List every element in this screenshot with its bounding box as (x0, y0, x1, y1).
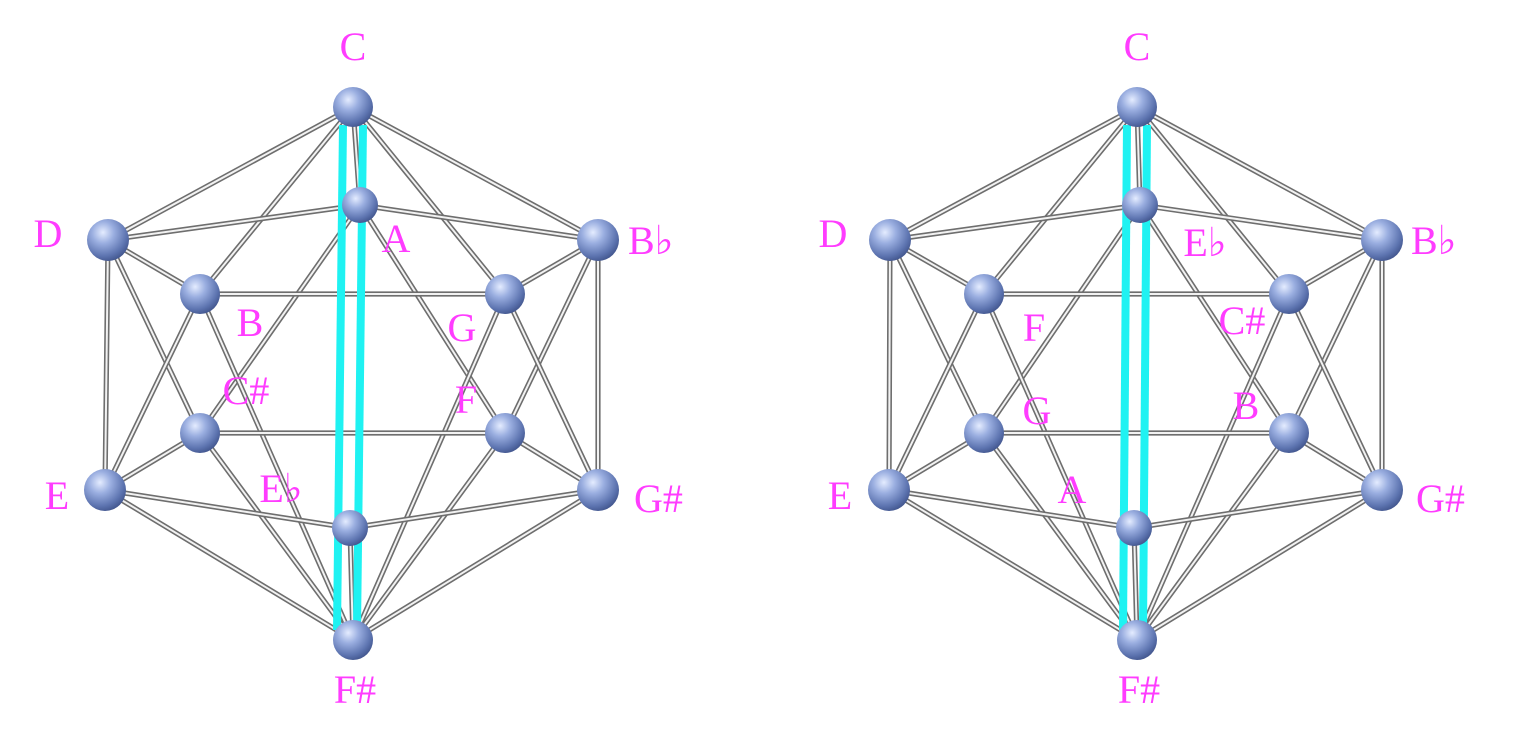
labels-left: C D B♭ A B G C# F E G# E♭ F# (34, 24, 683, 712)
labels-right: C D B♭ E♭ F C# G B E G# A F# (819, 24, 1465, 712)
label-mid-upper-left: F (1023, 305, 1045, 350)
label-upper-right: B♭ (628, 218, 674, 263)
label-back-bottom: E♭ (259, 466, 302, 511)
vertices-right (868, 87, 1403, 660)
vertex-b (180, 274, 220, 314)
vertex-c (1117, 87, 1157, 127)
label-mid-lower-right: B (1233, 383, 1260, 428)
vertex-e (84, 469, 126, 511)
label-upper-left: D (819, 211, 848, 256)
vertex-e (868, 469, 910, 511)
vertex-f-sharp (1117, 620, 1157, 660)
vertex-g-sharp (577, 469, 619, 511)
vertex-g (964, 413, 1004, 453)
label-mid-upper-right: G (448, 305, 477, 350)
label-top: C (340, 24, 367, 69)
label-mid-lower-right: F (455, 377, 477, 422)
vertex-g (485, 274, 525, 314)
vertex-f (964, 274, 1004, 314)
vertex-d (87, 219, 129, 261)
label-bottom: F# (334, 667, 376, 712)
label-mid-lower-left: C# (223, 368, 270, 413)
edges-right (886, 104, 1385, 643)
vertex-d (869, 219, 911, 261)
vertex-a (342, 187, 378, 223)
vertex-e-flat (332, 510, 368, 546)
label-mid-upper-left: B (237, 300, 264, 345)
vertex-a (1116, 510, 1152, 546)
edges-left (102, 104, 601, 643)
label-upper-left: D (34, 211, 63, 256)
vertex-f-sharp (333, 620, 373, 660)
label-lower-right: G# (1416, 476, 1465, 521)
label-upper-right: B♭ (1411, 218, 1457, 263)
vertices-left (84, 87, 619, 660)
icosahedron-left: C D B♭ A B G C# F E G# E♭ F# (34, 24, 683, 712)
label-lower-right: G# (634, 476, 683, 521)
vertex-b-flat (1361, 219, 1403, 261)
label-back-top: E♭ (1183, 220, 1226, 265)
vertex-c (333, 87, 373, 127)
label-mid-upper-right: C# (1219, 298, 1266, 343)
vertex-g-sharp (1361, 469, 1403, 511)
icosahedron-right: C D B♭ E♭ F C# G B E G# A F# (819, 24, 1465, 712)
vertex-b (1269, 413, 1309, 453)
label-lower-left: E (828, 473, 852, 518)
label-back-bottom: A (1058, 467, 1087, 512)
label-top: C (1124, 24, 1151, 69)
vertex-c-sharp (1269, 274, 1309, 314)
vertex-c-sharp (180, 413, 220, 453)
label-lower-left: E (45, 473, 69, 518)
vertex-b-flat (577, 219, 619, 261)
label-mid-lower-left: G (1023, 388, 1052, 433)
label-back-top: A (382, 216, 411, 261)
vertex-f (485, 413, 525, 453)
vertex-e-flat (1122, 187, 1158, 223)
label-bottom: F# (1118, 667, 1160, 712)
